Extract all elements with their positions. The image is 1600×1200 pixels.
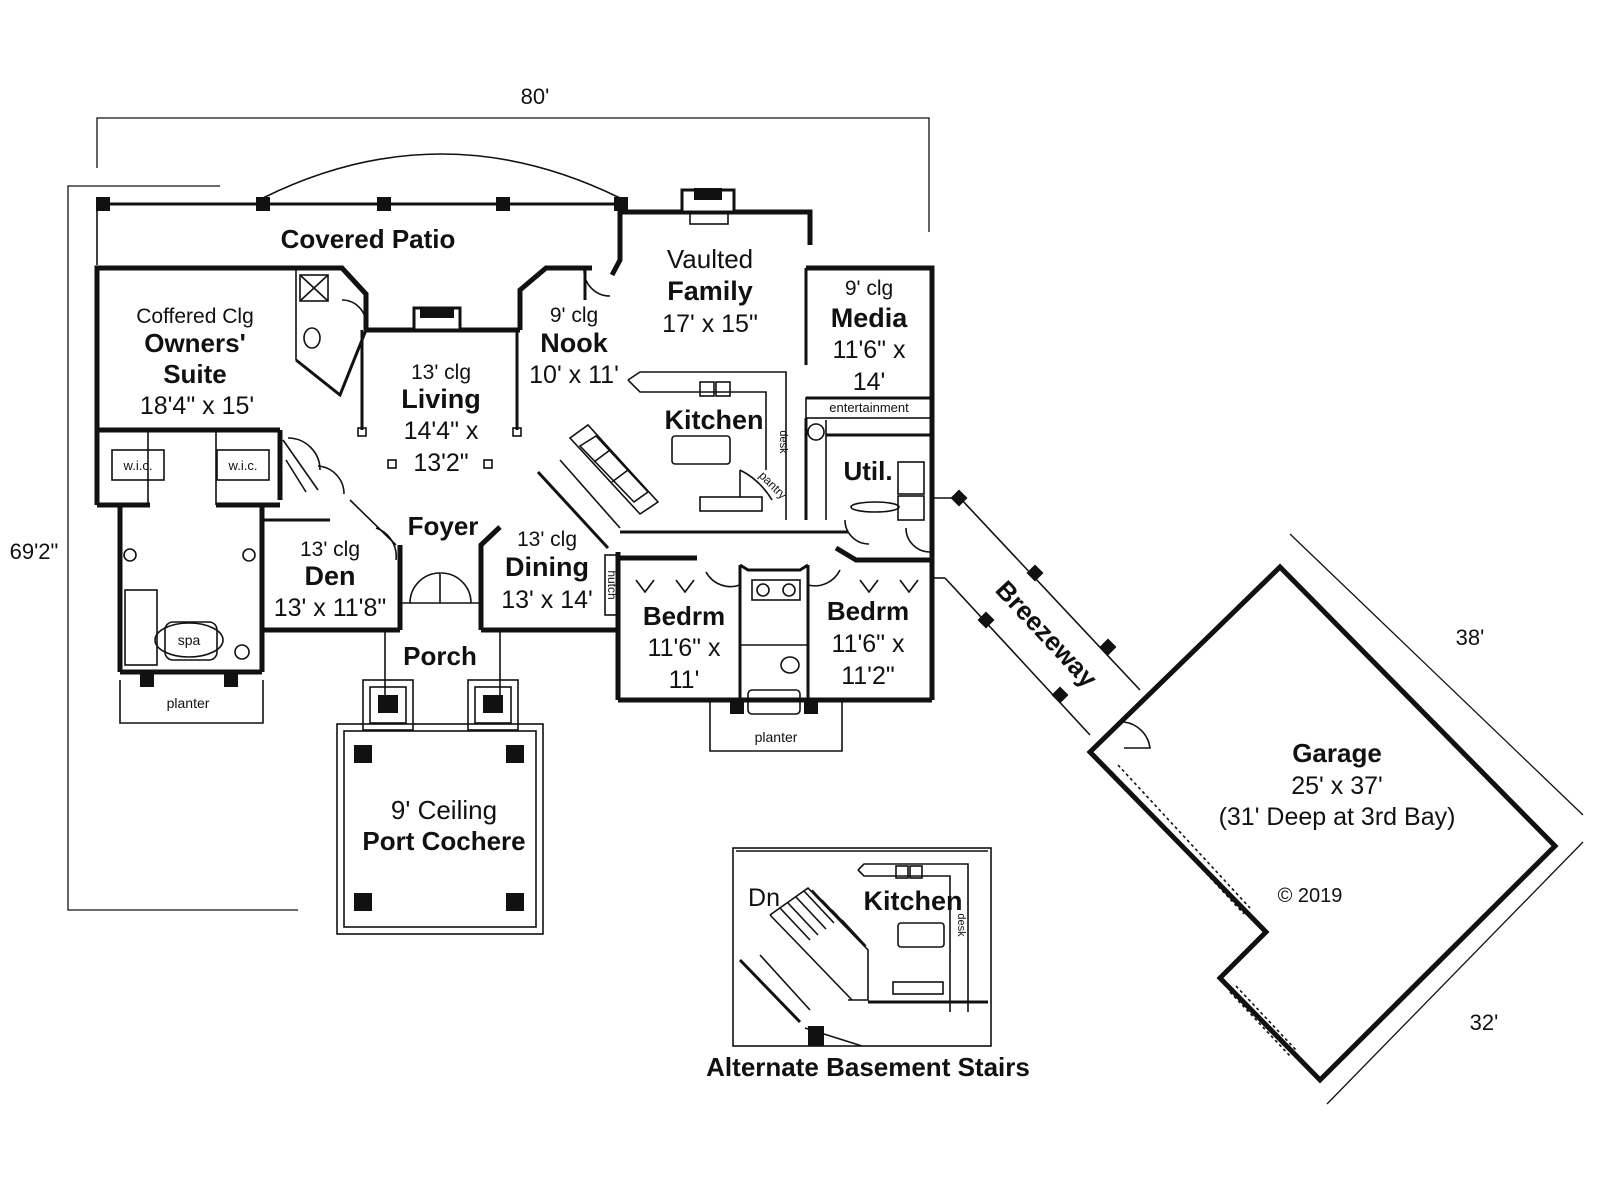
label-media-name: Media	[831, 303, 909, 333]
label-porch: Porch	[403, 641, 477, 671]
label-family-size: 17' x 15"	[662, 310, 758, 338]
label-den-size: 13' x 11'8"	[274, 594, 386, 622]
breezeway	[932, 489, 1141, 736]
label-dining-name: Dining	[505, 552, 589, 582]
label-garage-size: 25' x 37'	[1291, 772, 1383, 800]
label-dining-ceiling: 13' clg	[517, 528, 577, 551]
label-bedrm-right-size-1: 11'6" x	[832, 630, 905, 658]
label-garage-note: (31' Deep at 3rd Bay)	[1219, 803, 1456, 831]
label-port-cochere: Port Cochere	[362, 826, 525, 856]
dimension-garage-side-b: 32'	[1470, 1010, 1499, 1035]
label-owners-name-1: Owners'	[144, 328, 246, 358]
label-kitchen: Kitchen	[664, 405, 763, 435]
label-planter-left: planter	[167, 695, 210, 711]
label-nook-ceiling: 9' clg	[550, 304, 598, 327]
label-bedrm-right-size-2: 11'2"	[841, 662, 895, 690]
label-media-ceiling: 9' clg	[845, 277, 893, 300]
label-hutch: hutch	[605, 570, 619, 599]
dimension-depth-left: 69'2"	[10, 539, 59, 564]
label-spa: spa	[178, 632, 201, 648]
label-owners-size: 18'4" x 15'	[140, 392, 254, 420]
label-owners-ceiling: Coffered Clg	[136, 305, 254, 328]
label-alt-desk: desk	[955, 913, 967, 937]
label-living-name: Living	[401, 384, 481, 414]
label-foyer: Foyer	[408, 511, 479, 541]
label-covered-patio: Covered Patio	[281, 224, 456, 254]
label-media-size-1: 11'6" x	[833, 336, 906, 364]
label-garage: Garage	[1292, 738, 1382, 768]
porch-port-cochere	[336, 630, 544, 935]
label-dining-size: 13' x 14'	[501, 586, 593, 614]
label-copyright: © 2019	[1278, 885, 1343, 907]
label-bedrm-left: Bedrm	[643, 601, 725, 631]
label-wic-left: w.i.c.	[123, 458, 153, 473]
dimension-width-top: 80'	[521, 84, 550, 109]
label-bedrm-left-size-1: 11'6" x	[648, 634, 721, 662]
label-nook-name: Nook	[540, 328, 608, 358]
label-alt-dn: Dn	[748, 884, 780, 912]
label-planter-bath: planter	[755, 729, 798, 745]
label-den-name: Den	[304, 561, 355, 591]
garage	[1086, 563, 1559, 1084]
label-entertainment: entertainment	[829, 400, 909, 415]
label-alternate-caption: Alternate Basement Stairs	[706, 1052, 1030, 1082]
label-living-ceiling: 13' clg	[411, 361, 471, 384]
label-port-cochere-ceiling: 9' Ceiling	[391, 795, 497, 825]
label-media-size-2: 14'	[853, 368, 886, 396]
label-owners-name-2: Suite	[163, 359, 227, 389]
label-family-name: Family	[667, 276, 753, 306]
label-bedrm-left-size-2: 11'	[669, 666, 700, 694]
label-bedrm-right: Bedrm	[827, 596, 909, 626]
dimension-garage-side-a: 38'	[1456, 625, 1485, 650]
label-util: Util.	[843, 456, 892, 486]
label-wic-right: w.i.c.	[228, 458, 258, 473]
label-desk: desk	[777, 430, 789, 454]
label-family-vaulted: Vaulted	[667, 244, 753, 274]
house-walls	[94, 188, 935, 752]
alternate-stairs-inset	[732, 847, 992, 1047]
room-labels: Covered Patio Coffered Clg Owners' Suite…	[123, 224, 1456, 1082]
label-den-ceiling: 13' clg	[300, 538, 360, 561]
label-nook-size: 10' x 11'	[529, 361, 619, 389]
label-living-size-1: 14'4" x	[404, 417, 479, 445]
label-alt-kitchen: Kitchen	[863, 886, 962, 916]
dimension-lines	[67, 117, 1584, 1105]
label-living-size-2: 13'2"	[413, 449, 468, 477]
